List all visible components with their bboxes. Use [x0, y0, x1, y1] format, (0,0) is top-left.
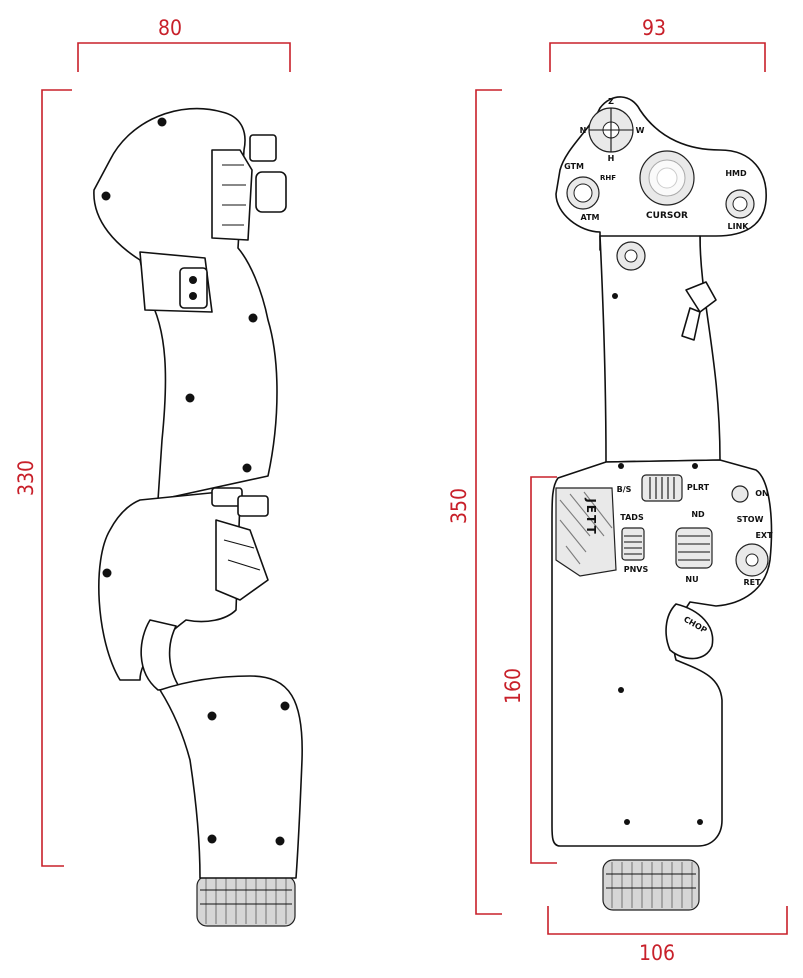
- dimension-front-lower-height: 160: [501, 476, 557, 864]
- svg-text:HMD: HMD: [725, 169, 747, 178]
- svg-text:Z: Z: [608, 97, 614, 106]
- dimension-front-width-bottom-label: 106: [639, 941, 675, 965]
- gtm-atm-button[interactable]: GTM RHF ATM: [564, 162, 616, 222]
- hat-switch[interactable]: Z N W H: [580, 97, 645, 163]
- side-view-grip: [93, 107, 303, 927]
- svg-text:N: N: [580, 126, 587, 135]
- svg-text:JETT: JETT: [584, 497, 598, 535]
- cursor-control[interactable]: CURSOR: [639, 150, 695, 221]
- svg-text:LINK: LINK: [728, 222, 750, 231]
- svg-text:CURSOR: CURSOR: [646, 211, 688, 221]
- svg-text:NU: NU: [685, 575, 698, 584]
- stem-lever[interactable]: [681, 281, 717, 341]
- svg-text:ON: ON: [755, 489, 769, 498]
- dimension-side-width: 80: [77, 16, 291, 72]
- tads-pnvs-switch[interactable]: TADS PNVS: [620, 513, 648, 574]
- stow-ext-ret-knob[interactable]: ON STOW EXT RET: [731, 485, 773, 587]
- side-lower-grip: [159, 675, 303, 879]
- svg-text:PLRT: PLRT: [687, 483, 710, 492]
- hmd-link-button[interactable]: HMD LINK: [725, 169, 755, 231]
- svg-text:PNVS: PNVS: [624, 565, 649, 574]
- nd-nu-wheel[interactable]: ND NU: [675, 510, 713, 584]
- svg-text:RET: RET: [743, 578, 761, 587]
- dimension-front-width-top: 93: [549, 16, 766, 72]
- stem-round-button[interactable]: [616, 241, 646, 271]
- side-mid-switch-cluster: [211, 487, 269, 601]
- dimension-front-height: 350: [447, 89, 502, 915]
- side-knurled-base: [196, 875, 296, 927]
- dimension-side-height-label: 330: [14, 460, 38, 496]
- svg-text:B/S: B/S: [617, 485, 632, 494]
- svg-text:W: W: [636, 126, 645, 135]
- svg-text:GTM: GTM: [564, 162, 584, 171]
- svg-text:TADS: TADS: [620, 513, 644, 522]
- front-view-grip: Z N W H GTM RHF ATM CURSOR HMD LINK: [551, 96, 773, 911]
- svg-text:STOW: STOW: [737, 515, 764, 524]
- side-top-switch-cluster: [211, 134, 287, 241]
- front-knurled-base: [602, 859, 700, 911]
- svg-text:ND: ND: [691, 510, 705, 519]
- svg-text:EXT: EXT: [755, 531, 773, 540]
- front-upper-stem: [599, 235, 721, 463]
- dimension-front-width-bottom: 106: [547, 906, 788, 965]
- dimension-front-lower-height-label: 160: [501, 668, 525, 704]
- svg-text:H: H: [608, 154, 615, 163]
- side-trigger: [140, 619, 181, 691]
- svg-text:RHF: RHF: [600, 174, 616, 182]
- dimension-side-height: 330: [14, 89, 72, 867]
- side-collar-tab: [179, 267, 208, 309]
- dimension-front-height-label: 350: [447, 488, 471, 524]
- side-middle-body: [98, 491, 241, 681]
- dimension-front-width-top-label: 93: [642, 16, 666, 40]
- dimension-side-width-label: 80: [158, 16, 182, 40]
- plrt-rocker[interactable]: B/S PLRT: [617, 474, 710, 502]
- chop-button[interactable]: CHOP: [665, 603, 714, 660]
- svg-text:ATM: ATM: [581, 213, 600, 222]
- jett-plate[interactable]: JETT: [555, 487, 617, 577]
